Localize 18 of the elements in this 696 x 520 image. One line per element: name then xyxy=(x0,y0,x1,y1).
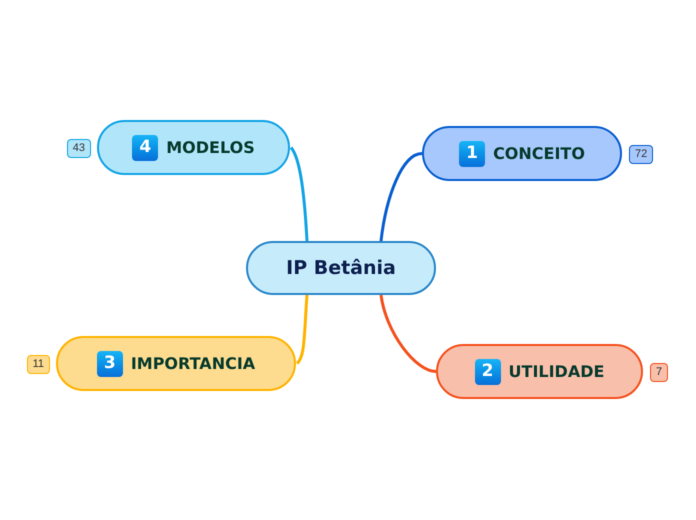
number-badge: 4 xyxy=(132,134,158,160)
topic-label: CONCEITO xyxy=(493,142,585,164)
connector-line xyxy=(380,152,422,242)
count-badge: 72 xyxy=(629,144,654,164)
central-topic xyxy=(246,241,436,295)
number-badge: 3 xyxy=(96,350,123,376)
connector-line xyxy=(296,294,308,364)
connector-line xyxy=(290,146,308,242)
number-badge: 1 xyxy=(459,140,486,166)
topic-label: UTILIDADE xyxy=(508,360,604,382)
count-badge: 7 xyxy=(650,362,668,382)
count-badge: 43 xyxy=(66,138,91,158)
connector-line xyxy=(380,294,436,373)
topic-label: IMPORTANCIA xyxy=(130,352,256,374)
topic-label: MODELOS xyxy=(166,136,255,158)
topic-label: IP Betânia xyxy=(286,256,396,281)
count-badge: 11 xyxy=(26,354,50,374)
number-badge: 2 xyxy=(474,358,501,384)
